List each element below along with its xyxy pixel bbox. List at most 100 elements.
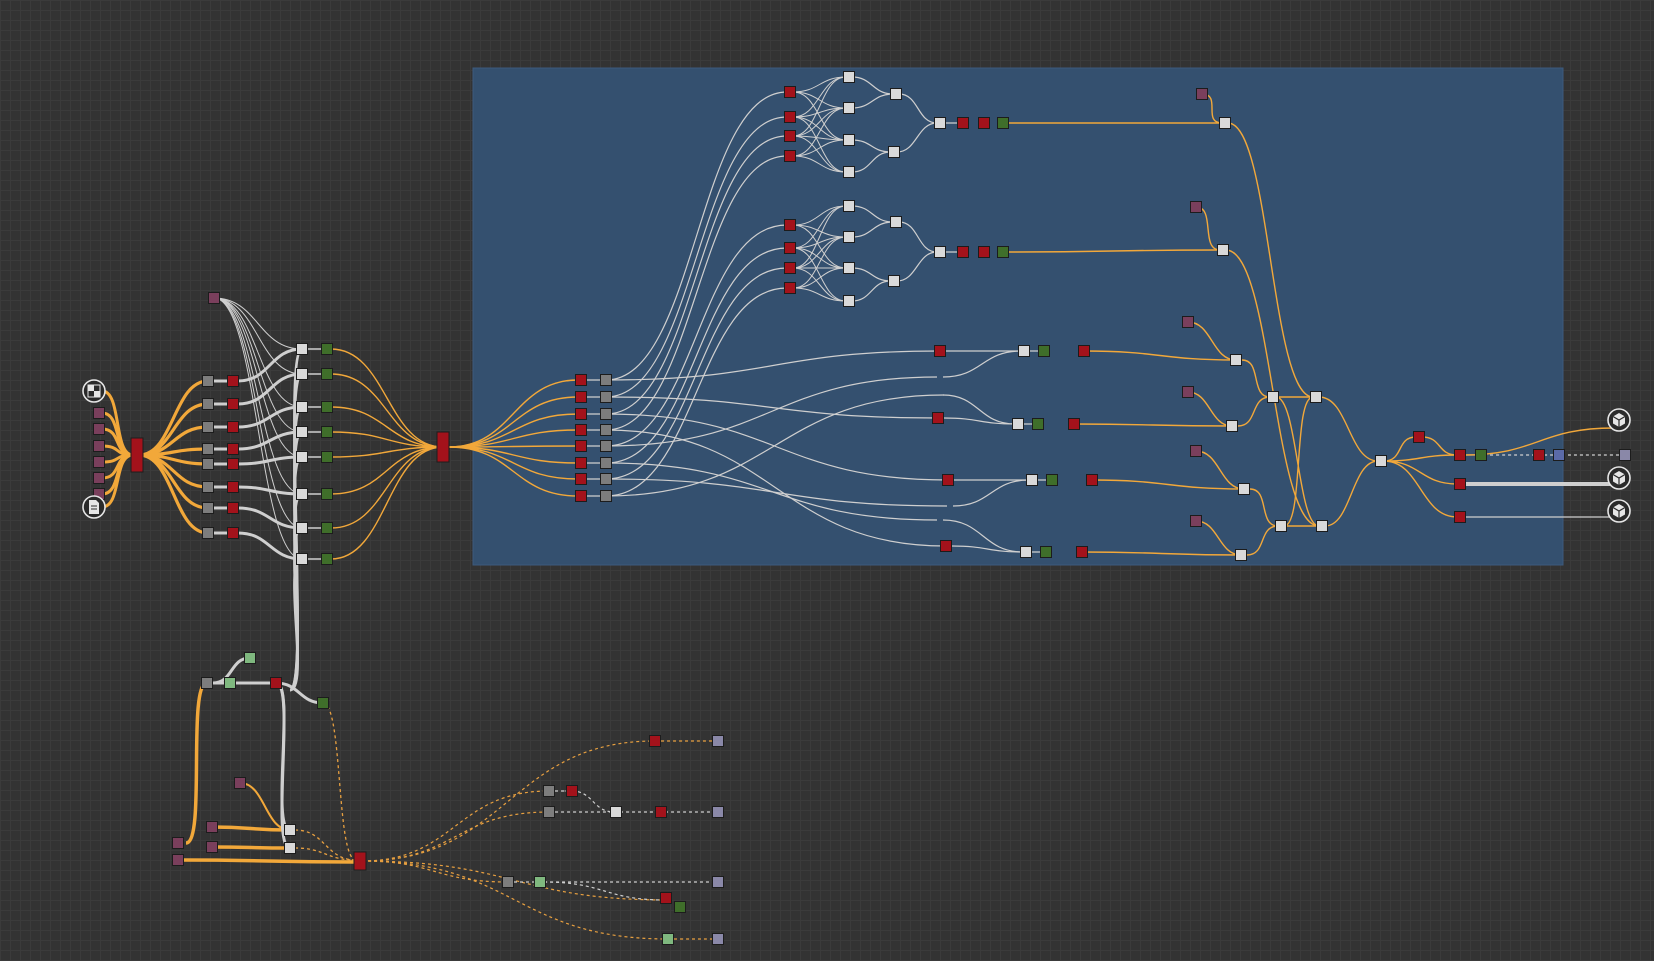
gray-node[interactable] bbox=[543, 785, 555, 797]
gray-node[interactable] bbox=[502, 876, 514, 888]
input-socket[interactable] bbox=[172, 854, 184, 866]
connection-wire[interactable] bbox=[943, 417, 1016, 425]
connection-wire[interactable] bbox=[361, 790, 550, 862]
white-node[interactable] bbox=[1020, 546, 1032, 558]
connection-wire[interactable] bbox=[1283, 396, 1314, 527]
connection-wire[interactable] bbox=[448, 413, 579, 448]
connection-wire[interactable] bbox=[1195, 450, 1245, 490]
green-node[interactable] bbox=[321, 451, 333, 463]
connection-wire[interactable] bbox=[1246, 525, 1279, 556]
connection-wire[interactable] bbox=[275, 681, 291, 850]
red-node[interactable] bbox=[660, 892, 672, 904]
connection-wire[interactable] bbox=[361, 740, 656, 862]
connection-wire[interactable] bbox=[851, 280, 892, 302]
connection-wire[interactable] bbox=[792, 224, 847, 238]
connection-wire[interactable] bbox=[792, 287, 847, 302]
connection-wire[interactable] bbox=[792, 91, 847, 141]
white-node[interactable] bbox=[843, 134, 855, 146]
connection-wire[interactable] bbox=[896, 251, 938, 282]
connection-wire[interactable] bbox=[211, 845, 291, 850]
gray-node[interactable] bbox=[202, 458, 214, 470]
connection-wire[interactable] bbox=[138, 453, 209, 535]
red-node[interactable] bbox=[1086, 474, 1098, 486]
connection-wire[interactable] bbox=[571, 790, 615, 813]
connection-wire[interactable] bbox=[330, 406, 444, 448]
white-node[interactable] bbox=[1375, 455, 1387, 467]
connection-wire[interactable] bbox=[605, 116, 788, 398]
gray-node[interactable] bbox=[202, 375, 214, 387]
connection-wire[interactable] bbox=[1249, 488, 1279, 527]
red-node[interactable] bbox=[227, 502, 239, 514]
connection-wire[interactable] bbox=[792, 247, 847, 302]
input-socket[interactable] bbox=[1196, 88, 1208, 100]
red-node[interactable] bbox=[942, 474, 954, 486]
green-node[interactable] bbox=[997, 246, 1009, 258]
connection-wire[interactable] bbox=[1421, 436, 1458, 456]
document-input-icon[interactable] bbox=[82, 495, 106, 519]
connection-wire[interactable] bbox=[898, 93, 938, 124]
cube-output-icon[interactable] bbox=[1607, 466, 1631, 490]
green-node[interactable] bbox=[1032, 418, 1044, 430]
group-frame[interactable] bbox=[472, 67, 1564, 566]
green-node[interactable] bbox=[1038, 345, 1050, 357]
gray-node[interactable] bbox=[202, 481, 214, 493]
gray-node[interactable] bbox=[202, 443, 214, 455]
connection-wire[interactable] bbox=[792, 205, 847, 249]
connection-wire[interactable] bbox=[898, 221, 938, 253]
connection-wire[interactable] bbox=[361, 860, 669, 901]
white-node[interactable] bbox=[890, 88, 902, 100]
gray-node[interactable] bbox=[202, 527, 214, 539]
connection-wire[interactable] bbox=[792, 116, 847, 173]
connection-wire[interactable] bbox=[361, 811, 550, 862]
white-node[interactable] bbox=[843, 71, 855, 83]
input-socket[interactable] bbox=[1190, 445, 1202, 457]
white-node[interactable] bbox=[1226, 420, 1238, 432]
connection-wire[interactable] bbox=[792, 139, 847, 157]
white-node[interactable] bbox=[888, 146, 900, 158]
white-node[interactable] bbox=[1018, 345, 1030, 357]
red-node[interactable] bbox=[784, 86, 796, 98]
connection-wire[interactable] bbox=[605, 267, 788, 480]
connection-wire[interactable] bbox=[605, 376, 938, 447]
connection-wire[interactable] bbox=[792, 76, 847, 118]
red-node[interactable] bbox=[932, 412, 944, 424]
red-node[interactable] bbox=[575, 374, 587, 386]
connection-wire[interactable] bbox=[1225, 249, 1320, 527]
white-node[interactable] bbox=[843, 295, 855, 307]
connection-wire[interactable] bbox=[1227, 122, 1314, 398]
connection-wire[interactable] bbox=[605, 155, 788, 431]
connection-wire[interactable] bbox=[1005, 249, 1221, 253]
connection-wire[interactable] bbox=[330, 446, 444, 560]
gray-node[interactable] bbox=[600, 424, 612, 436]
white-node[interactable] bbox=[1235, 549, 1247, 561]
connection-wire[interactable] bbox=[1237, 396, 1271, 427]
gray-node[interactable] bbox=[202, 421, 214, 433]
gray-node[interactable] bbox=[201, 677, 213, 689]
connection-wire[interactable] bbox=[1081, 551, 1242, 556]
white-node[interactable] bbox=[1012, 418, 1024, 430]
white-node[interactable] bbox=[843, 231, 855, 243]
connection-wire[interactable] bbox=[851, 151, 892, 173]
red-node[interactable] bbox=[1068, 418, 1080, 430]
green-node[interactable] bbox=[321, 522, 333, 534]
red-node[interactable] bbox=[1533, 449, 1545, 461]
connection-wire[interactable] bbox=[213, 297, 303, 433]
gray-node[interactable] bbox=[202, 502, 214, 514]
red-node[interactable] bbox=[1413, 431, 1425, 443]
white-node[interactable] bbox=[843, 102, 855, 114]
connection-wire[interactable] bbox=[792, 205, 847, 269]
white-node[interactable] bbox=[1316, 520, 1328, 532]
connection-wire[interactable] bbox=[1383, 454, 1458, 462]
connection-wire[interactable] bbox=[605, 350, 941, 381]
white-node[interactable] bbox=[296, 401, 308, 413]
red-node[interactable] bbox=[784, 111, 796, 123]
connection-wire[interactable] bbox=[237, 506, 303, 530]
gray-node[interactable] bbox=[600, 440, 612, 452]
connection-wire[interactable] bbox=[605, 394, 945, 497]
input-socket[interactable] bbox=[206, 821, 218, 833]
connection-wire[interactable] bbox=[1383, 460, 1458, 518]
input-socket[interactable] bbox=[1182, 316, 1194, 328]
connection-wire[interactable] bbox=[792, 224, 847, 269]
input-socket[interactable] bbox=[93, 440, 105, 452]
